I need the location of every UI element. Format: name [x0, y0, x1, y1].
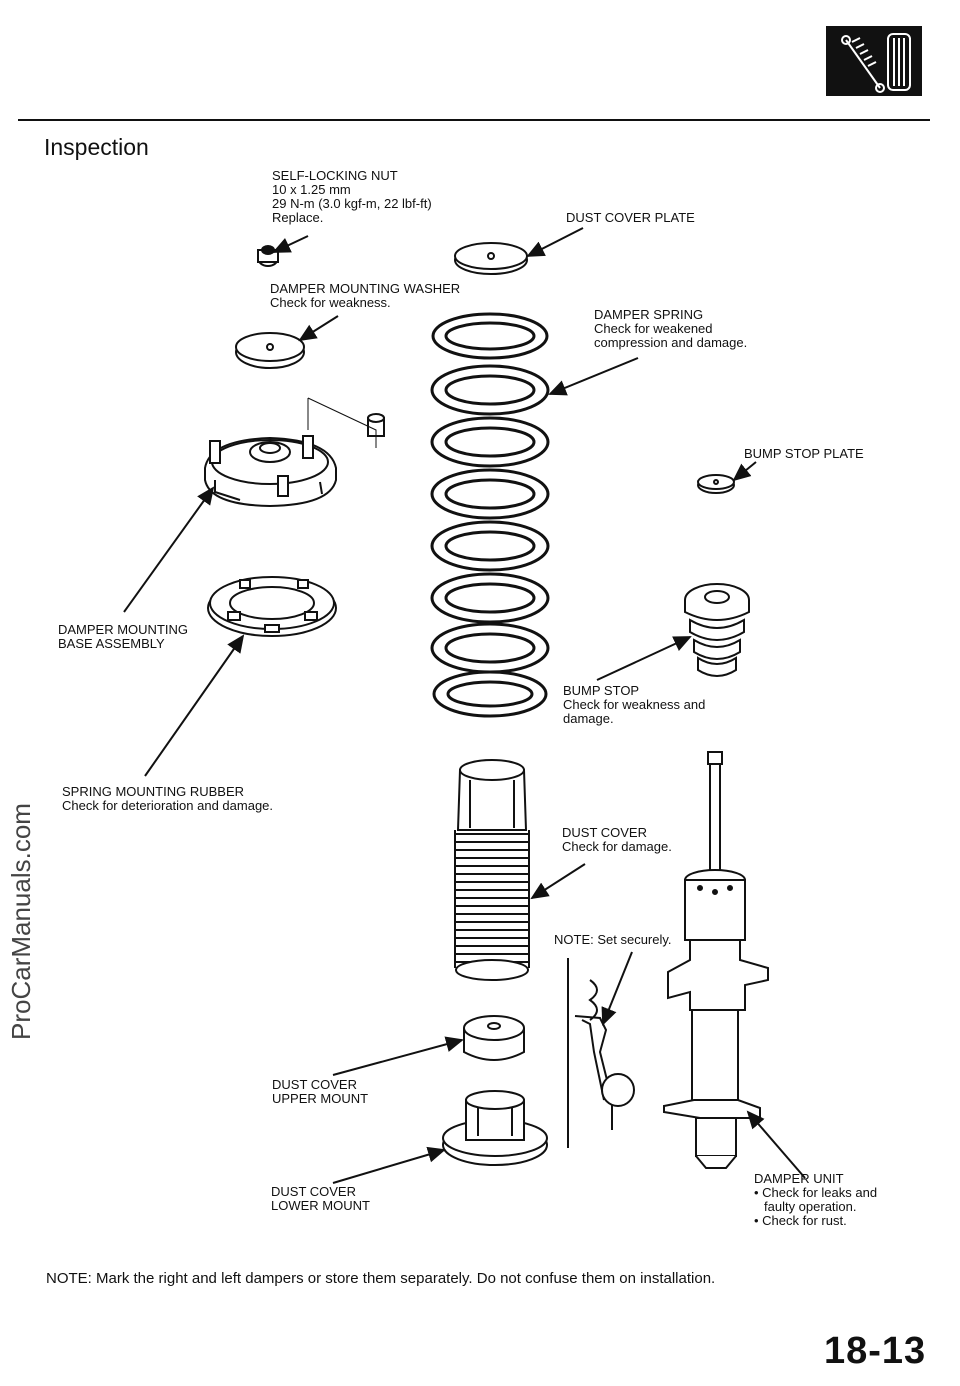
self-locking-nut-part	[257, 245, 279, 267]
detail-inset-part	[567, 958, 635, 1148]
spring-mounting-rubber-part	[207, 576, 337, 637]
leader-lines	[123, 227, 806, 1184]
set-securely-note: NOTE: Set securely.	[554, 932, 672, 947]
dust-cover-plate-label: DUST COVER PLATE	[566, 210, 695, 225]
section-title: Inspection	[44, 134, 149, 160]
bump-stop-plate-part	[697, 474, 735, 494]
dust-cover-lower-mount-part	[442, 1090, 548, 1166]
damper-mounting-washer-label: DAMPER MOUNTING WASHER Check for weaknes…	[270, 282, 460, 310]
damper-unit-title: DAMPER UNIT	[754, 1171, 844, 1186]
bump-stop-label: BUMP STOP Check for weakness and damage.	[563, 684, 705, 726]
self-locking-nut-size: 10 x 1.25 mm	[272, 182, 351, 197]
self-locking-nut-torque: 29 N-m (3.0 kgf-m, 22 lbf-ft)	[272, 196, 432, 211]
spring-mounting-rubber-note: Check for deterioration and damage.	[62, 798, 274, 813]
damper-mounting-base-label: DAMPER MOUNTING BASE ASSEMBLY	[58, 623, 188, 651]
damper-spring-note-2: compression and damage.	[594, 335, 748, 350]
dust-cover-part	[454, 759, 530, 981]
dust-cover-upper-mount-label: DUST COVER UPPER MOUNT	[272, 1078, 368, 1106]
damper-spring-title: DAMPER SPRING	[594, 307, 704, 322]
bump-stop-plate-label: BUMP STOP PLATE	[744, 446, 864, 461]
self-locking-nut-label: SELF-LOCKING NUT 10 x 1.25 mm 29 N-m (3.…	[272, 169, 432, 225]
bump-stop-title: BUMP STOP	[563, 683, 640, 698]
page-number: 18-13	[824, 1330, 927, 1372]
dust-cover-lower-mount-label: DUST COVER LOWER MOUNT	[271, 1185, 370, 1213]
damper-mounting-washer-note: Check for weakness.	[270, 295, 391, 310]
footer-note: NOTE: Mark the right and left dampers or…	[46, 1270, 716, 1287]
damper-mounting-washer-title: DAMPER MOUNTING WASHER	[270, 281, 461, 296]
bump-stop-part	[684, 583, 750, 677]
nut-guide-line	[307, 397, 377, 448]
damper-mounting-washer-part	[235, 332, 305, 369]
damper-mounting-base-part	[204, 435, 337, 508]
shock-absorber-icon	[826, 26, 922, 96]
spring-mounting-rubber-title: SPRING MOUNTING RUBBER	[62, 784, 245, 799]
dust-cover-upper-mount-title-1: DUST COVER	[272, 1077, 357, 1092]
damper-spring-label: DAMPER SPRING Check for weakened compres…	[594, 308, 747, 350]
dust-cover-plate-part	[454, 242, 528, 275]
dust-cover-label: DUST COVER Check for damage.	[562, 826, 672, 854]
damper-unit-part	[663, 751, 769, 1169]
dust-cover-upper-mount-title-2: UPPER MOUNT	[272, 1091, 369, 1106]
dust-cover-lower-mount-title-2: LOWER MOUNT	[271, 1198, 370, 1213]
damper-spring-part	[430, 312, 550, 718]
damper-unit-check-1: • Check for leaks and	[754, 1185, 878, 1200]
watermark: ProCarManuals.com	[6, 803, 36, 1040]
damper-unit-check-2: • Check for rust.	[754, 1213, 847, 1228]
bump-stop-note-1: Check for weakness and	[563, 697, 706, 712]
dust-cover-lower-mount-title-1: DUST COVER	[271, 1184, 356, 1199]
damper-spring-note-1: Check for weakened	[594, 321, 713, 336]
damper-unit-label: DAMPER UNIT • Check for leaks and faulty…	[754, 1172, 877, 1228]
self-locking-nut-title: SELF-LOCKING NUT	[272, 168, 398, 183]
spring-mounting-rubber-label: SPRING MOUNTING RUBBER Check for deterio…	[62, 785, 273, 813]
damper-mounting-base-title-1: DAMPER MOUNTING	[58, 622, 188, 637]
damper-unit-check-1-cont: faulty operation.	[764, 1199, 857, 1214]
dust-cover-title: DUST COVER	[562, 825, 647, 840]
dust-cover-upper-mount-part	[463, 1015, 525, 1061]
damper-mounting-base-title-2: BASE ASSEMBLY	[58, 636, 165, 651]
self-locking-nut-note: Replace.	[272, 210, 324, 225]
bump-stop-note-2: damage.	[563, 711, 614, 726]
dust-cover-note: Check for damage.	[562, 839, 672, 854]
